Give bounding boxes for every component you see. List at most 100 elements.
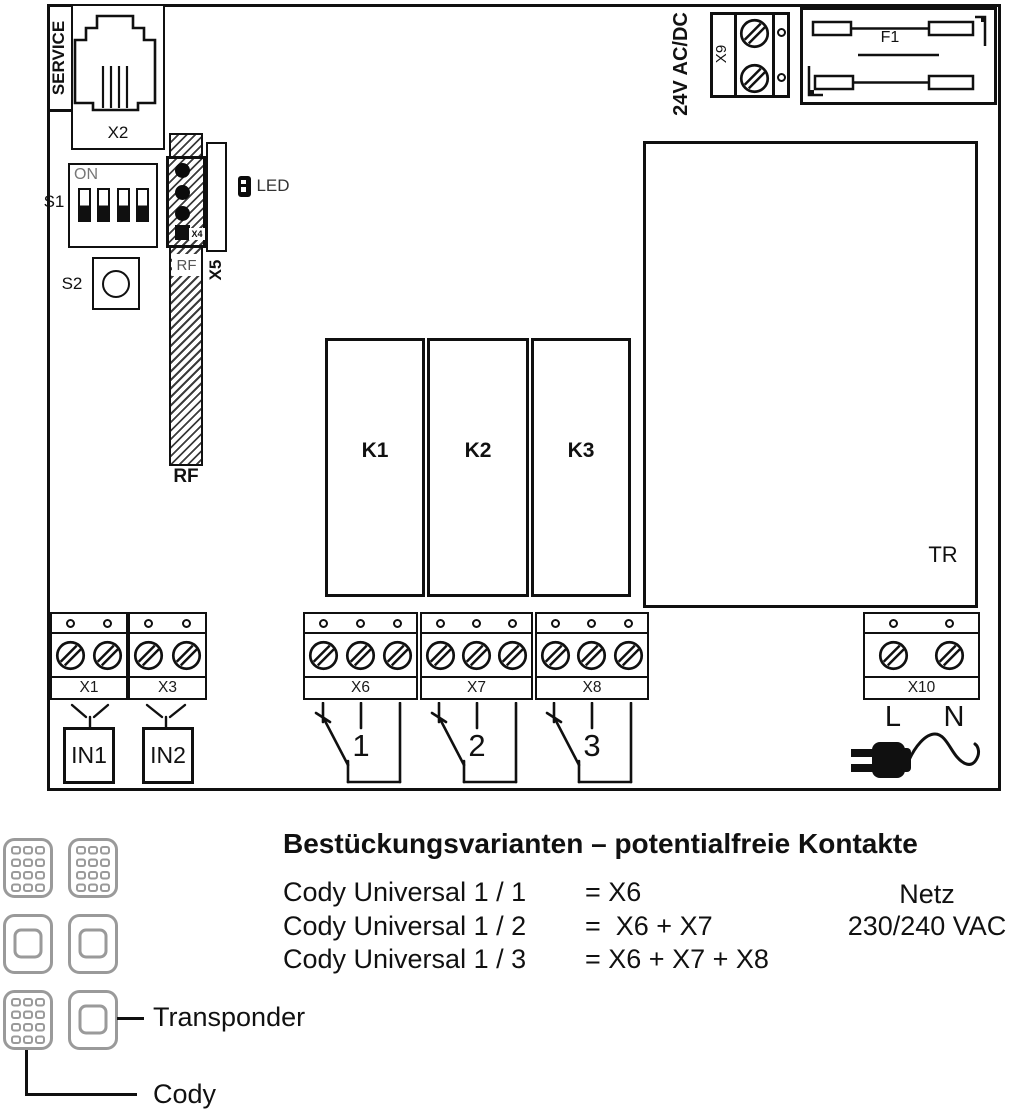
screw-terminal-icon (739, 18, 770, 49)
led-label: LED (256, 176, 290, 195)
fuse-label: F1 (880, 29, 900, 46)
x7-terminal-block: X7 (420, 612, 533, 700)
switch-number-2: 2 (468, 728, 486, 763)
x9-label: X9 (712, 44, 730, 64)
screw-terminal-icon (934, 640, 965, 671)
wire-hole-icon (471, 618, 481, 628)
wire-hole-icon (66, 618, 75, 628)
screw-terminal-icon (540, 640, 571, 671)
screw-terminal-icon (425, 640, 456, 671)
switch-number-3: 3 (583, 728, 601, 763)
s1-label: S1 (43, 192, 65, 211)
x1-label: X1 (79, 679, 99, 696)
screw-terminal-icon (878, 640, 909, 671)
screw-terminal-icon (92, 640, 123, 671)
transformer-box (643, 141, 978, 608)
led-icon (238, 176, 251, 197)
legend-model: Cody Universal 1 / 1 (283, 877, 527, 907)
relay-k2: K2 (427, 338, 529, 597)
dip-switch-2 (97, 188, 110, 222)
screw-terminal-icon (497, 640, 528, 671)
x3-to-in2-bracket (145, 703, 187, 729)
x1-terminal-block: X1 (50, 612, 128, 700)
s2-button-icon (102, 269, 130, 298)
x7-label: X7 (467, 679, 486, 696)
led-icon-mark (241, 180, 246, 184)
x6-terminal-block: X6 (303, 612, 418, 700)
wire-hole-icon (103, 618, 112, 628)
in1-box: IN1 (63, 727, 115, 784)
x3-terminal-block: X3 (128, 612, 207, 700)
rf-pin-dot (175, 206, 190, 221)
legend-equation: = X6 + X7 (585, 911, 713, 941)
s1-dip-switch-box: ON (68, 163, 158, 248)
dip-on-label: ON (74, 166, 98, 183)
dip-switch-3 (117, 188, 130, 222)
netz-value: 230/240 VAC (847, 910, 1007, 941)
legend-model: Cody Universal 1 / 2 (283, 911, 527, 941)
x6-label: X6 (351, 679, 370, 696)
wire-hole-icon (945, 618, 955, 628)
service-label: SERVICE (48, 20, 68, 96)
contact-switch-symbol-1 (314, 702, 402, 784)
transponder-icon (3, 914, 53, 974)
mains-n-label: N (943, 700, 965, 733)
transponder-icon (68, 914, 118, 974)
rf-connector-box (166, 156, 206, 248)
switch-number-1: 1 (352, 728, 370, 763)
screw-terminal-icon (382, 640, 413, 671)
screw-terminal-icon (613, 640, 644, 671)
x9-terminal-block (710, 12, 790, 98)
screw-terminal-icon (308, 640, 339, 671)
power-input-label: 24V AC/DC (669, 12, 692, 116)
mains-plug-icon (851, 732, 980, 778)
x5-label: X5 (206, 259, 225, 281)
x2-label: X2 (107, 123, 129, 142)
service-box-divider (50, 109, 71, 112)
transponder-callout-line (117, 1017, 144, 1020)
x10-terminal-block: X10 (863, 612, 980, 700)
legend-equation: = X6 + X7 + X8 (585, 944, 769, 974)
fuse-symbols (807, 15, 987, 97)
mains-l-label: L (884, 700, 902, 733)
wire-hole-icon (181, 618, 191, 628)
legend-title: Bestückungsvarianten – potentialfreie Ko… (283, 828, 918, 859)
legend-row: Cody Universal 1 / 3 = X6 + X7 + X8 (283, 944, 769, 976)
x4-pin-square (175, 225, 190, 240)
legend-row: Cody Universal 1 / 2 = X6 + X7 (283, 911, 763, 943)
x9-divider (734, 15, 737, 95)
rf-bottom-label: RF (173, 465, 199, 487)
wire-hole-icon (777, 73, 786, 82)
wire-hole-icon (777, 28, 786, 37)
x1-to-in1-bracket (70, 703, 110, 729)
cody-callout-line-vertical (25, 1050, 28, 1096)
wire-hole-icon (144, 618, 154, 628)
s2-button-box (92, 257, 140, 310)
screw-terminal-icon (133, 640, 164, 671)
cody-callout-line-horizontal (25, 1093, 137, 1096)
x4-label: X4 (189, 228, 205, 240)
contact-switch-symbol-3 (545, 702, 633, 784)
rf-pin-dot (175, 185, 190, 200)
dip-switch-4 (136, 188, 149, 222)
rj-jack-icon (73, 14, 157, 112)
screw-terminal-icon (461, 640, 492, 671)
x5-connector-box (206, 142, 227, 252)
wire-hole-icon (356, 618, 365, 628)
screw-terminal-icon (171, 640, 202, 671)
x9-divider (772, 15, 775, 95)
x10-label: X10 (907, 679, 936, 696)
wire-hole-icon (624, 618, 634, 628)
screw-terminal-icon (345, 640, 376, 671)
relay-k3: K3 (531, 338, 631, 597)
transponder-icon (68, 990, 118, 1050)
in2-box: IN2 (142, 727, 194, 784)
s2-label: S2 (61, 274, 83, 293)
wire-hole-icon (319, 618, 328, 628)
x3-label: X3 (158, 679, 177, 696)
netz-label: Netz (899, 878, 955, 909)
transponder-label: Transponder (153, 1001, 306, 1032)
wire-hole-icon (508, 618, 518, 628)
led-icon-mark (241, 187, 246, 192)
